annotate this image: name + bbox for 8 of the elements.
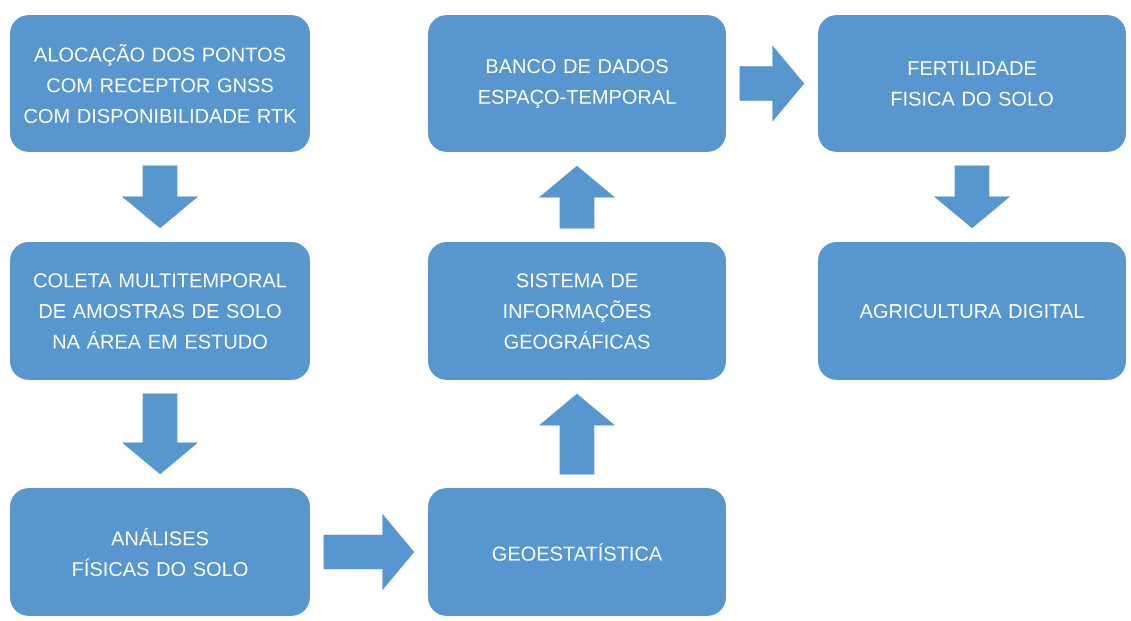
process-box: ANÁLISES FÍSICAS DO SOLO xyxy=(10,488,310,616)
process-box: AGRICULTURA DIGITAL xyxy=(818,242,1126,380)
process-box: COLETA MULTITEMPORAL DE AMOSTRAS DE SOLO NA ÁREA EM ESTUDO xyxy=(10,242,310,380)
process-box: BANCO DE DADOS ESPAÇO-TEMPORAL xyxy=(428,15,726,152)
process-box: ALOCAÇÃO DOS PONTOS COM RECEPTOR GNSS COM DISPONIBILIDADE RTK xyxy=(10,15,310,152)
process-box: FERTILIDADE FISICA DO SOLO xyxy=(818,15,1126,152)
process-box: GEOESTATÍSTICA xyxy=(428,488,726,616)
process-box: SISTEMA DE INFORMAÇÕES GEOGRÁFICAS xyxy=(428,242,726,380)
